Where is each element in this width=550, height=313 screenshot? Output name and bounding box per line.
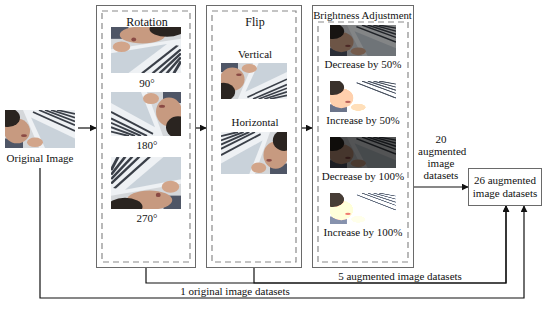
image-caption: 180°: [99, 139, 195, 152]
node-title: Flip: [209, 15, 301, 29]
brightness-panel: Brightness AdjustmentDecrease by 50% Incr…: [312, 5, 414, 268]
image-caption: Decrease by 50%: [315, 58, 411, 71]
photo: [221, 130, 295, 174]
photo: [111, 92, 190, 138]
rotation-panel: Rotation 90° 180° 270°: [96, 5, 196, 268]
image-caption: Increase by 100%: [315, 226, 411, 239]
image-node: Original Image: [2, 106, 78, 168]
photo: [322, 79, 396, 112]
image-caption: 270°: [99, 212, 195, 225]
node-title: Rotation: [99, 15, 195, 29]
result-box: 26 augmented image datasets: [468, 168, 542, 206]
edge-label: 1 original image datasets: [178, 285, 292, 297]
connector-arrow: [196, 127, 206, 128]
photo: [213, 63, 287, 101]
image-caption: Increase by 50%: [315, 114, 411, 127]
edge-label: 20 augmented image datasets: [416, 133, 466, 181]
image-caption: 90°: [99, 77, 195, 90]
image-caption: Vertical: [209, 48, 301, 61]
edge-label: 5 augmented image datasets: [336, 270, 464, 282]
connector-arrow: [254, 206, 506, 283]
photo: [108, 157, 182, 216]
connector-arrow: [146, 206, 506, 283]
photo: [0, 108, 75, 148]
photo: [322, 23, 396, 56]
connector-arrow: [40, 168, 524, 298]
dashed-frame: [102, 11, 190, 262]
photo: [322, 135, 396, 168]
connector-arrow: [302, 127, 312, 128]
photo: [322, 191, 396, 224]
connector-arrow: [78, 127, 96, 128]
flip-panel: FlipVerticalHorizontal: [206, 5, 302, 268]
node-title: Brightness Adjustment: [313, 9, 412, 22]
connector-arrow: [414, 186, 468, 187]
node-title: Original Image: [2, 152, 78, 165]
node-title: 26 augmented image datasets: [472, 174, 538, 200]
image-caption: Horizontal: [209, 116, 301, 129]
image-caption: Decrease by 100%: [315, 170, 411, 183]
